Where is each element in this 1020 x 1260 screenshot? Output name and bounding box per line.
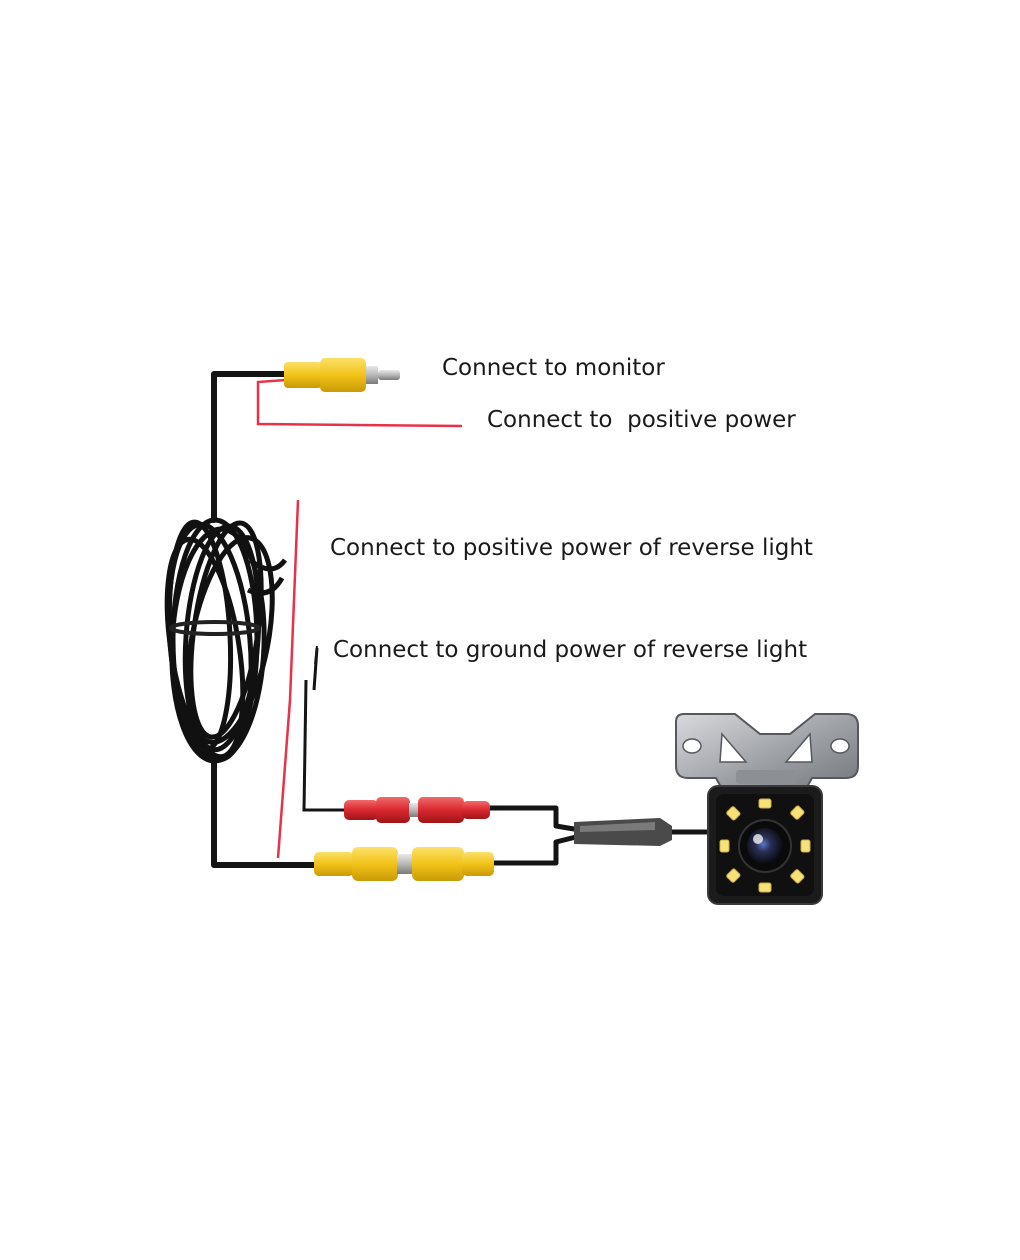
label-connect-positive-power: Connect to positive power [487, 407, 796, 433]
reverse-ground-wire [302, 647, 348, 812]
main-cable [211, 371, 318, 868]
rca-connector-yellow [314, 847, 494, 881]
cable-coil [164, 517, 288, 764]
reverse-positive-wire [276, 499, 300, 859]
label-reverse-light-positive: Connect to positive power of reverse lig… [330, 535, 813, 561]
reverse-ground-wire-tip [314, 645, 318, 665]
red-power-wire [256, 378, 463, 428]
camera-bracket [675, 713, 859, 801]
led-ring [719, 798, 811, 893]
camera-body [707, 785, 823, 905]
rca-plug-monitor [284, 358, 400, 392]
cable-junction [574, 818, 672, 846]
label-connect-monitor: Connect to monitor [442, 355, 665, 381]
label-reverse-light-ground: Connect to ground power of reverse light [333, 637, 808, 663]
camera-lead-cable [490, 805, 712, 866]
rca-connector-red [344, 797, 490, 823]
